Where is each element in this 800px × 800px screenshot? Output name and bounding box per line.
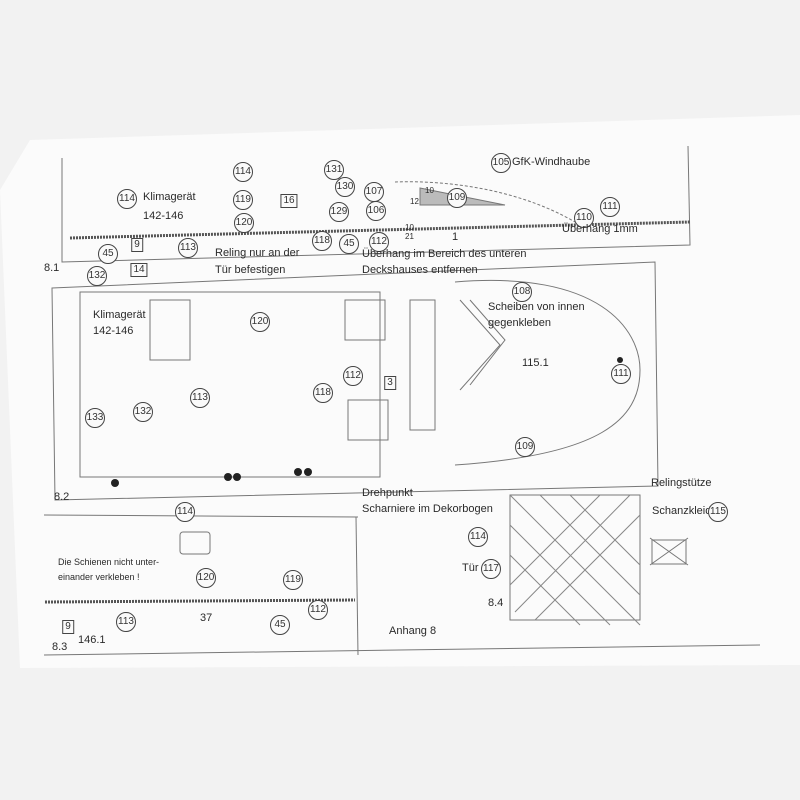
part-box: 14 xyxy=(130,263,148,277)
part-callout: 111 xyxy=(611,364,631,384)
dimension: 12 xyxy=(410,197,419,206)
dimension: 21 xyxy=(405,232,414,241)
part-callout: 120 xyxy=(196,568,216,588)
hinge-markers xyxy=(111,357,623,487)
drehpunkt-note: Scharniere im Dekorbogen xyxy=(362,503,493,515)
part-callout: 115 xyxy=(708,502,728,522)
dimension: 37 xyxy=(200,612,213,624)
ueberhang-note: Deckshauses entfernen xyxy=(362,264,478,276)
part-callout: 113 xyxy=(116,612,136,632)
scheiben-note: gegenkleben xyxy=(488,317,552,329)
part-callout: 114 xyxy=(233,162,253,182)
part-label: 115.1 xyxy=(522,357,549,369)
view-label: 8.1 xyxy=(44,262,60,274)
drehpunkt-label: Drehpunkt xyxy=(362,487,413,499)
schienen-note: Die Schienen nicht unter- xyxy=(58,557,160,567)
part-callout: 130 xyxy=(335,177,355,197)
reling-note: Tür befestigen xyxy=(215,264,286,276)
dimension: 10 xyxy=(405,223,414,232)
dimension: 10 xyxy=(425,186,434,195)
part-callout: 112 xyxy=(308,600,328,620)
ueberhang-label: Überhang 1mm xyxy=(562,223,638,235)
part-callout: 45 xyxy=(339,234,359,254)
view-label: 8.4 xyxy=(488,597,504,609)
sheet-caption: Anhang 8 xyxy=(389,625,437,637)
relingstuetze-label: Relingstütze xyxy=(651,477,712,489)
schienen-note: einander verkleben ! xyxy=(58,572,140,582)
part-callout: 120 xyxy=(234,213,254,233)
ueberhang-note: Überhang im Bereich des unteren xyxy=(362,248,527,260)
part-callout: 108 xyxy=(512,282,532,302)
part-callout: 119 xyxy=(233,190,253,210)
part-callout: 118 xyxy=(313,383,333,403)
part-box: 9 xyxy=(62,620,74,634)
klima-parts: 142-146 xyxy=(93,325,134,337)
part-callout: 106 xyxy=(366,201,386,221)
part-callout: 132 xyxy=(133,402,153,422)
part-callout: 113 xyxy=(178,238,198,258)
view-label: 8.2 xyxy=(54,491,70,503)
klima-label: Klimagerät xyxy=(93,309,146,321)
part-callout: 113 xyxy=(190,388,210,408)
part-box: 3 xyxy=(384,376,396,390)
part-callout: 112 xyxy=(369,232,389,252)
part-callout: 45 xyxy=(270,615,290,635)
klima-parts: 142-146 xyxy=(143,210,184,222)
part-callout: 131 xyxy=(324,160,344,180)
dimension: 1 xyxy=(452,231,459,243)
part-callout: 129 xyxy=(329,202,349,222)
top-view-frame xyxy=(51,261,659,501)
part-callout: 112 xyxy=(343,366,363,386)
part-callout: 117 xyxy=(481,559,501,579)
part-callout: 133 xyxy=(85,408,105,428)
part-callout: 107 xyxy=(364,182,384,202)
paper-sheet xyxy=(0,115,800,668)
part-callout: 111 xyxy=(600,197,620,217)
part-label: 146.1 xyxy=(78,634,106,646)
part-callout: 114 xyxy=(175,502,195,522)
tuer-label: Tür xyxy=(462,562,479,574)
part-box: 16 xyxy=(280,194,298,208)
part-callout: 114 xyxy=(117,189,137,209)
view-label: 8.3 xyxy=(52,641,68,653)
part-callout: 45 xyxy=(98,244,118,264)
reling-note: Reling nur an der xyxy=(215,247,300,259)
part-callout: 110 xyxy=(574,208,594,228)
part-callout: 118 xyxy=(312,231,332,251)
schanzkleid-label: Schanzkleid xyxy=(652,505,712,517)
part-callout: 114 xyxy=(468,527,488,547)
part-callout: 105 xyxy=(491,153,511,173)
windhaube-label: GfK-Windhaube xyxy=(512,156,591,168)
part-callout: 109 xyxy=(447,188,467,208)
klima-label: Klimagerät xyxy=(143,191,196,203)
part-callout: 109 xyxy=(515,437,535,457)
part-box: 9 xyxy=(131,238,143,252)
part-callout: 120 xyxy=(250,312,270,332)
scheiben-note: Scheiben von innen xyxy=(488,301,585,313)
part-callout: 132 xyxy=(87,266,107,286)
part-callout: 119 xyxy=(283,570,303,590)
